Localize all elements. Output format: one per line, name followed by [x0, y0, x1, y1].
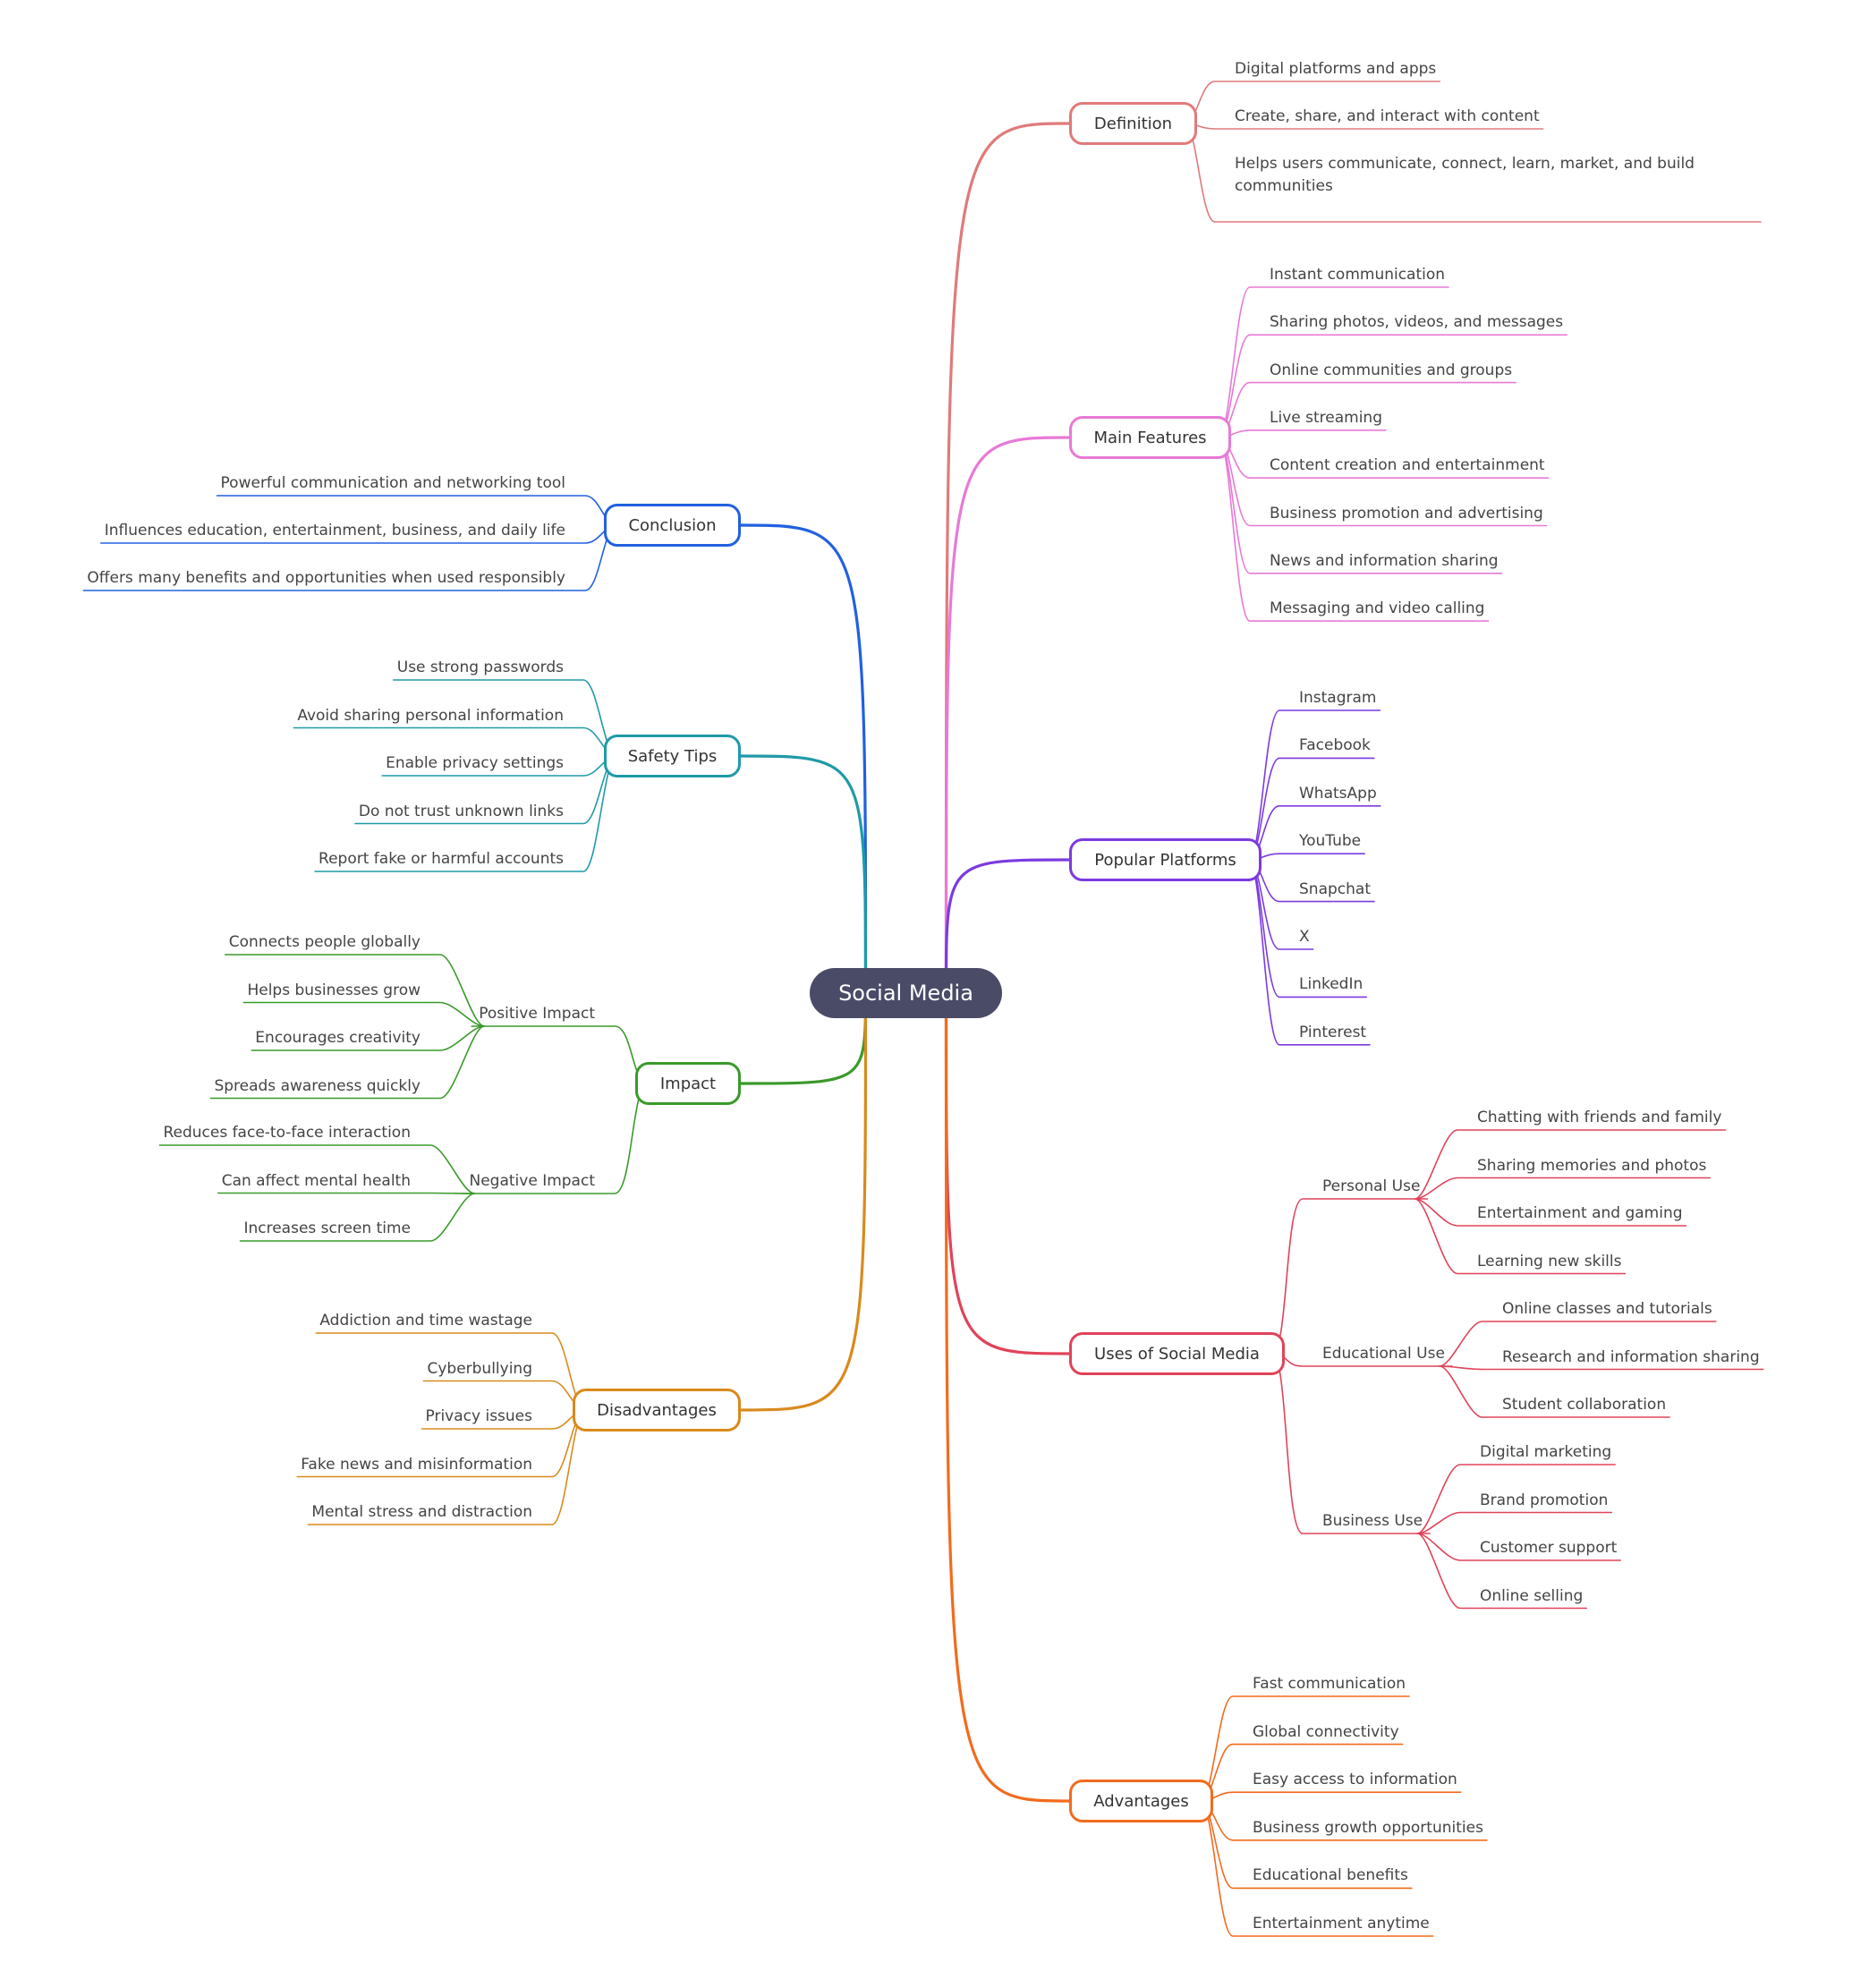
leaf-node[interactable]: Business promotion and advertising: [1270, 504, 1543, 522]
leaf-node[interactable]: Online communities and groups: [1270, 361, 1513, 379]
leaf-node[interactable]: Digital platforms and apps: [1235, 60, 1437, 78]
leaf-node[interactable]: Entertainment anytime: [1253, 1915, 1430, 1933]
branch-node-uses-of-social-media[interactable]: Uses of Social Media: [1069, 1332, 1285, 1375]
leaf-node[interactable]: LinkedIn: [1299, 975, 1364, 994]
root-node-social-media[interactable]: Social Media: [810, 968, 1002, 1018]
leaf-connector: [1416, 1464, 1616, 1534]
leaf-node[interactable]: Research and information sharing: [1502, 1347, 1760, 1366]
leaf-node[interactable]: Learning new skills: [1477, 1252, 1622, 1270]
sub-branch-node[interactable]: Personal Use: [1322, 1177, 1421, 1195]
leaf-connector: [1416, 1511, 1613, 1534]
leaf-connector: [251, 1025, 486, 1051]
leaf-node[interactable]: Educational benefits: [1253, 1866, 1408, 1885]
leaf-node[interactable]: Privacy issues: [425, 1407, 532, 1425]
leaf-node[interactable]: Messaging and video calling: [1270, 599, 1485, 618]
leaf-node[interactable]: Online selling: [1480, 1586, 1584, 1605]
leaf-connector: [1414, 1198, 1627, 1275]
leaf-node[interactable]: Global connectivity: [1253, 1722, 1399, 1741]
leaf-node[interactable]: Student collaboration: [1502, 1396, 1667, 1414]
sub-branch-node[interactable]: Negative Impact: [469, 1172, 596, 1190]
leaf-node[interactable]: Facebook: [1299, 736, 1371, 755]
leaf-node[interactable]: Entertainment and gaming: [1477, 1204, 1683, 1222]
leaf-node[interactable]: Easy access to information: [1253, 1771, 1457, 1789]
branch-connector: [739, 754, 868, 995]
leaf-node[interactable]: Sharing memories and photos: [1477, 1156, 1707, 1175]
leaf-node[interactable]: Enable privacy settings: [386, 754, 564, 772]
branch-node-main-features[interactable]: Main Features: [1069, 416, 1231, 459]
leaf-node[interactable]: Create, share, and interact with content: [1235, 107, 1540, 125]
leaf-connector: [1439, 1365, 1764, 1371]
leaf-node[interactable]: Reduces face-to-face interaction: [163, 1124, 411, 1142]
branch-node-safety-tips[interactable]: Safety Tips: [604, 735, 741, 777]
branch-connector: [944, 122, 1071, 995]
leaf-connector: [1414, 1129, 1727, 1200]
leaf-node[interactable]: Content creation and entertainment: [1270, 456, 1545, 475]
sub-branch-node[interactable]: Positive Impact: [479, 1005, 595, 1023]
leaf-node[interactable]: Cyberbullying: [427, 1359, 532, 1378]
branch-node-popular-platforms[interactable]: Popular Platforms: [1069, 838, 1262, 881]
leaf-node[interactable]: Digital marketing: [1480, 1443, 1612, 1461]
leaf-connector: [1414, 1198, 1687, 1227]
leaf-connector: [1414, 1177, 1712, 1200]
leaf-connector: [242, 1001, 486, 1027]
leaf-connector: [1439, 1365, 1670, 1418]
leaf-node[interactable]: Can affect mental health: [221, 1171, 411, 1190]
branch-node-conclusion[interactable]: Conclusion: [604, 504, 741, 547]
leaf-node[interactable]: Fake news and misinformation: [301, 1455, 532, 1474]
branch-connector: [739, 523, 868, 995]
leaf-connector: [1416, 1533, 1622, 1561]
leaf-node[interactable]: Instant communication: [1270, 266, 1446, 284]
branch-connector: [944, 436, 1071, 995]
leaf-node[interactable]: Customer support: [1480, 1539, 1618, 1557]
leaf-node[interactable]: Live streaming: [1270, 408, 1382, 427]
leaf-node[interactable]: News and information sharing: [1270, 551, 1499, 570]
leaf-node[interactable]: Encourages creativity: [255, 1029, 421, 1047]
leaf-node[interactable]: Report fake or harmful accounts: [319, 850, 564, 868]
branch-connector: [944, 991, 1071, 1803]
leaf-node[interactable]: X: [1299, 928, 1310, 946]
branch-node-impact[interactable]: Impact: [635, 1062, 741, 1105]
leaf-node[interactable]: Snapchat: [1299, 879, 1371, 898]
leaf-connector: [209, 1025, 486, 1100]
leaf-node[interactable]: Brand promotion: [1480, 1491, 1609, 1509]
leaf-connector: [1439, 1321, 1717, 1367]
leaf-connector: [158, 1144, 476, 1194]
leaf-node[interactable]: WhatsApp: [1299, 784, 1377, 803]
leaf-connector: [1416, 1533, 1588, 1610]
sub-branch-node[interactable]: Educational Use: [1322, 1345, 1445, 1363]
leaf-node[interactable]: Influences education, entertainment, bus…: [104, 522, 565, 539]
branch-node-advantages[interactable]: Advantages: [1069, 1780, 1213, 1822]
leaf-node[interactable]: Offers many benefits and opportunities w…: [87, 569, 565, 587]
leaf-node[interactable]: Spreads awareness quickly: [214, 1076, 421, 1095]
leaf-node[interactable]: Do not trust unknown links: [358, 802, 564, 820]
branch-node-disadvantages[interactable]: Disadvantages: [573, 1389, 741, 1432]
leaf-node[interactable]: Pinterest: [1299, 1023, 1367, 1041]
leaf-node[interactable]: Increases screen time: [243, 1219, 411, 1237]
leaf-node[interactable]: Helps businesses grow: [247, 981, 421, 999]
leaf-node[interactable]: Instagram: [1299, 689, 1377, 707]
branch-node-definition[interactable]: Definition: [1069, 102, 1197, 145]
leaf-node[interactable]: Business growth opportunities: [1253, 1818, 1483, 1837]
leaf-node[interactable]: Connects people globally: [228, 933, 421, 951]
leaf-node[interactable]: Helps users communicate, connect, learn,…: [1235, 155, 1695, 195]
leaf-node[interactable]: Powerful communication and networking to…: [220, 474, 565, 492]
leaf-node[interactable]: Use strong passwords: [396, 658, 564, 676]
sub-branch-node[interactable]: Business Use: [1322, 1512, 1423, 1530]
leaf-node[interactable]: YouTube: [1299, 832, 1362, 851]
leaf-connector: [239, 1193, 476, 1242]
branch-connector: [739, 991, 868, 1412]
leaf-node[interactable]: Fast communication: [1253, 1675, 1406, 1693]
leaf-node[interactable]: Addiction and time wastage: [319, 1312, 532, 1330]
leaf-connector: [224, 954, 486, 1027]
branch-connector: [944, 858, 1071, 995]
leaf-node[interactable]: Sharing photos, videos, and messages: [1270, 313, 1564, 332]
leaf-node[interactable]: Chatting with friends and family: [1477, 1109, 1722, 1126]
leaf-node[interactable]: Avoid sharing personal information: [297, 706, 564, 725]
leaf-node[interactable]: Online classes and tutorials: [1502, 1300, 1712, 1318]
leaf-node[interactable]: Mental stress and distraction: [311, 1503, 532, 1521]
